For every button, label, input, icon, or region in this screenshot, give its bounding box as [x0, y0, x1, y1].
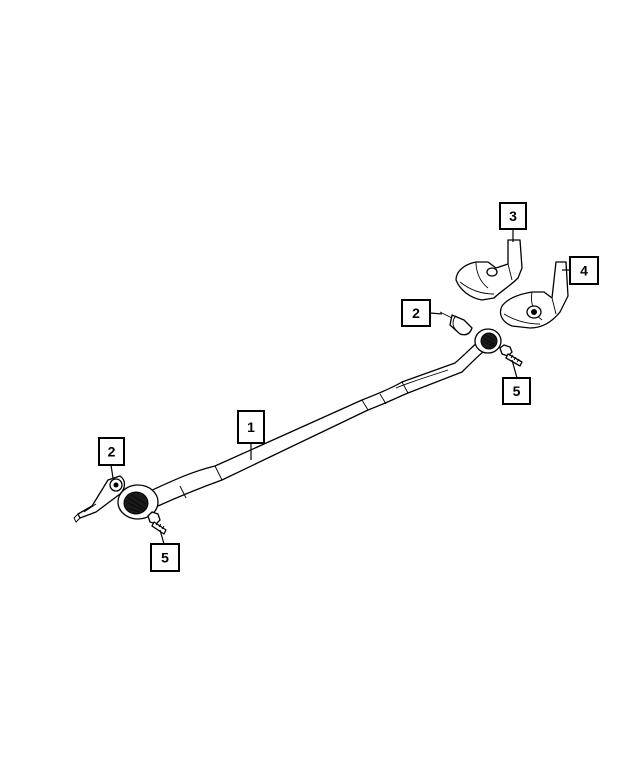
track-bar-right-eye	[474, 328, 502, 354]
svg-text:1: 1	[247, 419, 255, 435]
leader-lines	[110, 229, 570, 545]
svg-text:5: 5	[513, 383, 521, 399]
callout-5-right: 5	[502, 377, 531, 405]
callout-1: 1	[237, 410, 265, 444]
svg-text:4: 4	[580, 263, 588, 279]
bolt-left	[147, 511, 167, 535]
callout-3: 3	[499, 202, 527, 230]
track-bar	[147, 337, 491, 507]
svg-text:3: 3	[509, 208, 517, 224]
sleeve-right	[439, 311, 473, 336]
shield-bracket-lower	[499, 261, 569, 329]
svg-text:2: 2	[412, 305, 420, 321]
callout-5-left: 5	[150, 543, 180, 572]
svg-text:2: 2	[108, 444, 116, 460]
callout-2-left: 2	[98, 437, 125, 466]
callout-2-right: 2	[401, 299, 431, 327]
track-bar-left-eye	[117, 484, 159, 520]
svg-text:5: 5	[161, 550, 169, 566]
shield-bracket-upper	[455, 239, 523, 301]
bracket-left	[73, 475, 126, 523]
callout-4: 4	[569, 256, 599, 285]
bolt-right	[499, 344, 523, 367]
